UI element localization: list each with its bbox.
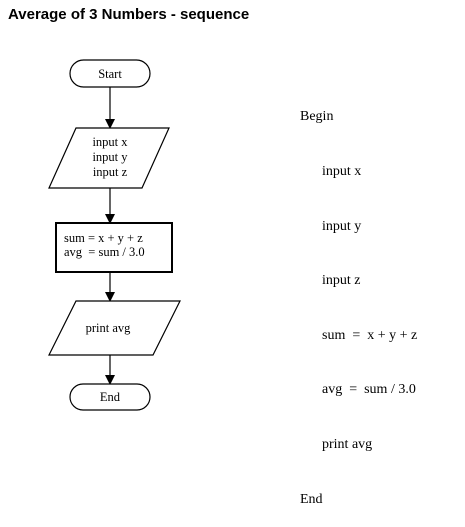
pseudocode-line: print avg: [322, 437, 373, 453]
pseudocode-line: input x: [322, 164, 362, 180]
process-line-sum: sum = x + y + z: [64, 231, 143, 245]
output-parallelogram: print avg: [48, 300, 181, 356]
input-line-x: input x: [92, 135, 128, 149]
output-label: print avg: [86, 321, 132, 335]
process-line-avg: avg = sum / 3.0: [64, 245, 145, 259]
pseudocode-line: avg = sum / 3.0: [322, 382, 416, 398]
start-terminator: Start: [69, 59, 151, 88]
end-terminator: End: [69, 383, 151, 411]
page-title: Average of 3 Numbers - sequence: [8, 6, 250, 23]
input-line-z: input z: [93, 165, 128, 179]
flowchart: Start input x input y input z sum = x + …: [48, 59, 181, 411]
pseudocode-end: End: [300, 491, 323, 507]
input-parallelogram: input x input y input z: [48, 127, 170, 189]
start-label: Start: [98, 67, 122, 81]
end-label: End: [100, 390, 121, 404]
pseudocode-block: Begin input x input y input z sum = x + …: [300, 72, 417, 527]
pseudocode-begin: Begin: [300, 109, 334, 125]
process-box: sum = x + y + z avg = sum / 3.0: [55, 222, 173, 273]
input-line-y: input y: [92, 150, 128, 164]
pseudocode-line: sum = x + y + z: [322, 327, 418, 343]
pseudocode-line: input z: [322, 273, 361, 289]
pseudocode-line: input y: [322, 218, 362, 234]
